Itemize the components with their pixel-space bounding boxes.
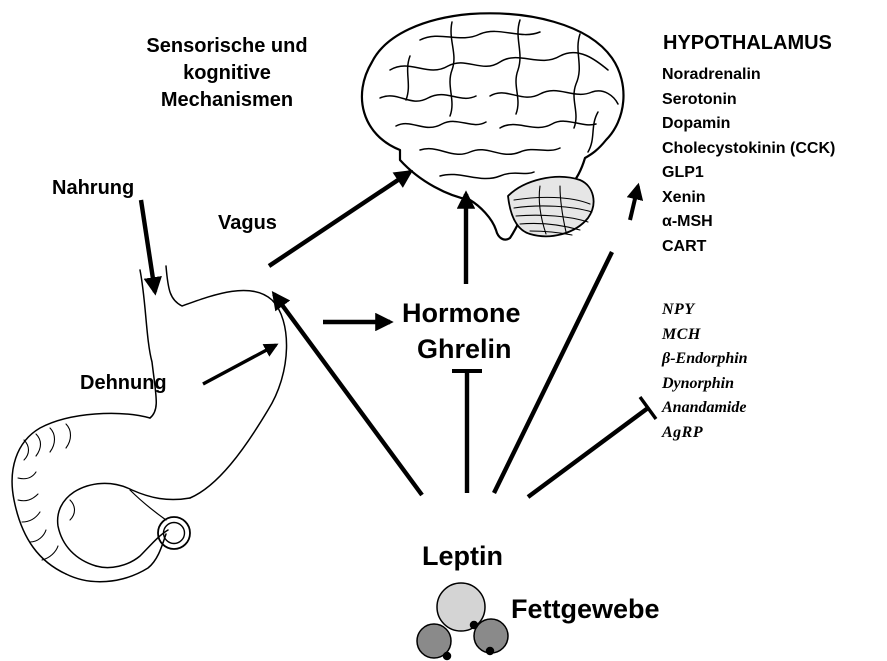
inhibit-bar-npy-list — [640, 397, 656, 419]
inhibited-item: NPY — [662, 301, 748, 326]
arrow-leptin-to-hypothalamus — [494, 252, 612, 493]
ghrelin-label: Ghrelin — [417, 336, 512, 363]
sensory-line-3: Mechanismen — [118, 87, 336, 114]
nahrung-label: Nahrung — [52, 178, 134, 198]
factor-item: CART — [662, 238, 835, 263]
inhibited-item: β-Endorphin — [662, 350, 748, 375]
arrow-vagus-to-brain — [269, 172, 410, 266]
sensory-line-1: Sensorische und — [118, 33, 336, 60]
factor-item: α-MSH — [662, 213, 835, 238]
vagus-label: Vagus — [218, 213, 277, 233]
inhibit-leptin-to-npy-list — [528, 408, 648, 497]
hormone-label: Hormone — [402, 300, 521, 327]
inhibited-factors-list: NPY MCH β-Endorphin Dynorphin Anandamide… — [662, 301, 748, 448]
leptin-label: Leptin — [422, 543, 503, 570]
sensory-cognitive-label: Sensorische und kognitive Mechanismen — [118, 33, 336, 114]
factor-item: Xenin — [662, 189, 835, 214]
hypothalamus-label: HYPOTHALAMUS — [663, 33, 832, 53]
factor-item: Noradrenalin — [662, 66, 835, 91]
arrow-dehnung-to-stomach — [203, 345, 276, 384]
inhibited-item: Dynorphin — [662, 375, 748, 400]
stomach-illustration — [12, 266, 286, 582]
arrow-nahrung-to-stomach — [141, 200, 155, 292]
inhibited-item: Anandamide — [662, 399, 748, 424]
arrow-hypothalamus-head — [630, 186, 638, 220]
inhibited-item: AgRP — [662, 424, 748, 449]
brain-illustration — [362, 13, 624, 239]
factor-item: GLP1 — [662, 164, 835, 189]
factor-item: Serotonin — [662, 91, 835, 116]
fettgewebe-label: Fettgewebe — [511, 596, 660, 623]
factor-item: Cholecystokinin (CCK) — [662, 140, 835, 165]
stimulating-factors-list: Noradrenalin Serotonin Dopamin Cholecyst… — [662, 66, 835, 262]
factor-item: Dopamin — [662, 115, 835, 140]
dehnung-label: Dehnung — [80, 373, 167, 393]
fat-cells — [417, 583, 508, 660]
inhibited-item: MCH — [662, 326, 748, 351]
sensory-line-2: kognitive — [118, 60, 336, 87]
